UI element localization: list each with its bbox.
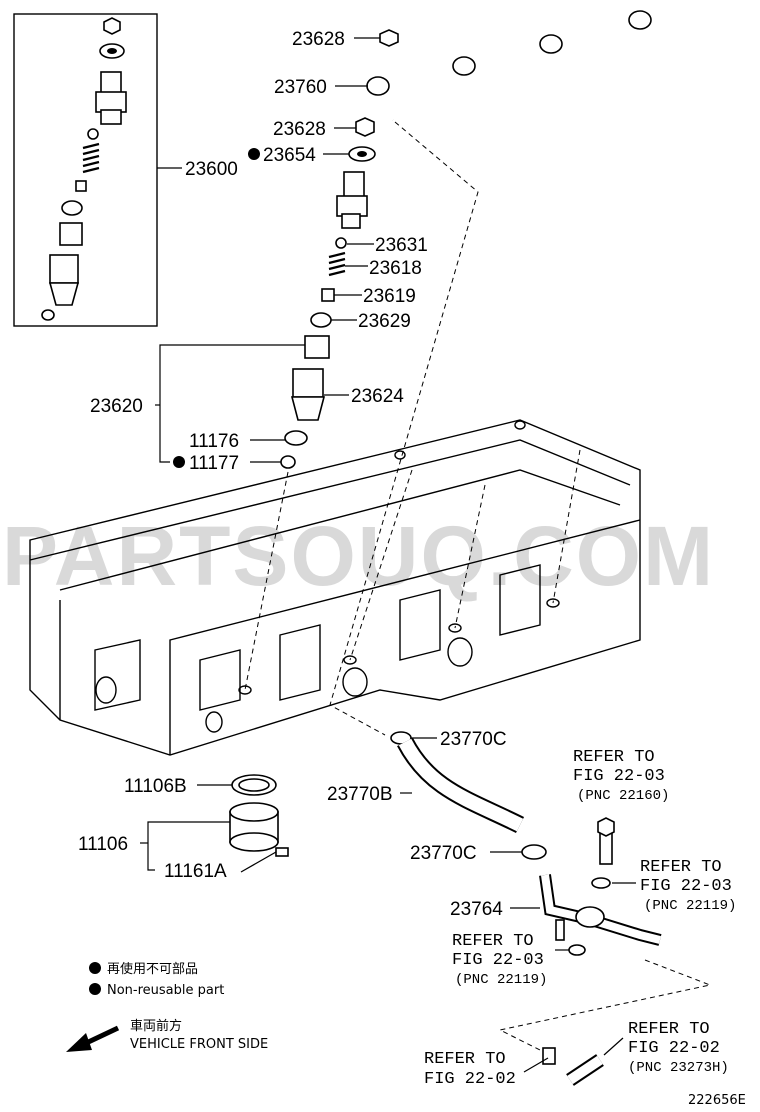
label-11106: 11106 [78, 834, 128, 855]
label-23618: 23618 [369, 258, 422, 279]
ref4-line2: FIG 22-02 [628, 1039, 720, 1058]
label-23760: 23760 [274, 77, 327, 98]
label-23770C-lower: 23770C [410, 843, 477, 864]
label-23631: 23631 [375, 235, 428, 256]
label-23770B: 23770B [327, 784, 393, 805]
injector-assembly-box [13, 13, 158, 327]
ref2-line2: FIG 22-03 [640, 877, 732, 896]
ref3-line2: FIG 22-03 [452, 951, 544, 970]
label-23628-top: 23628 [292, 29, 345, 50]
legend-front-jp: 車両前方 [130, 1018, 182, 1034]
ref1-line1: REFER TO [573, 748, 655, 767]
leader-lines [140, 37, 636, 1073]
label-11177: 11177 [189, 453, 239, 474]
legend-dot-jp [89, 962, 101, 974]
ref1-line2: FIG 22-03 [573, 767, 665, 786]
label-23600: 23600 [185, 159, 238, 180]
label-23619: 23619 [363, 286, 416, 307]
nonreusable-dot-11177 [173, 456, 185, 468]
figure-code: 222656E [688, 1093, 746, 1108]
label-11176: 11176 [189, 431, 239, 452]
injector-exploded [280, 117, 376, 469]
nonreusable-dot-23654 [248, 148, 260, 160]
leakage-hose [390, 731, 662, 1086]
label-23624: 23624 [351, 386, 404, 407]
ref5-line1: REFER TO [424, 1050, 506, 1069]
guide-lines [244, 121, 712, 1056]
ref2-line1: REFER TO [640, 858, 722, 877]
legend-nonreusable-en: Non-reusable part [107, 983, 224, 998]
label-23629: 23629 [358, 311, 411, 332]
cylinder-head [29, 419, 641, 756]
front-arrow-icon [66, 1025, 120, 1052]
injection-pipe [366, 10, 652, 121]
ref2-line3: (PNC 22119) [644, 898, 736, 914]
nut-top [379, 29, 399, 47]
watermark: PARTSOUQ.COM [2, 509, 715, 603]
ref1-line3: (PNC 22160) [577, 788, 669, 804]
label-11106B: 11106B [124, 776, 187, 797]
label-23654: 23654 [263, 145, 316, 166]
label-23628: 23628 [273, 119, 326, 140]
ref4-line1: REFER TO [628, 1020, 710, 1039]
ref3-line3: (PNC 22119) [455, 972, 547, 988]
label-23620: 23620 [90, 396, 143, 417]
ref3-line1: REFER TO [452, 932, 534, 951]
legend-dot-en [89, 983, 101, 995]
label-23770C-upper: 23770C [440, 729, 507, 750]
label-11161A: 11161A [164, 861, 227, 882]
label-23764: 23764 [450, 899, 503, 920]
ref4-line3: (PNC 23273H) [628, 1060, 729, 1076]
legend-front-en: VEHICLE FRONT SIDE [130, 1037, 268, 1052]
ref5-line2: FIG 22-02 [424, 1070, 516, 1089]
oil-filler [229, 774, 289, 857]
legend-nonreusable-jp: 再使用不可部品 [107, 961, 198, 977]
